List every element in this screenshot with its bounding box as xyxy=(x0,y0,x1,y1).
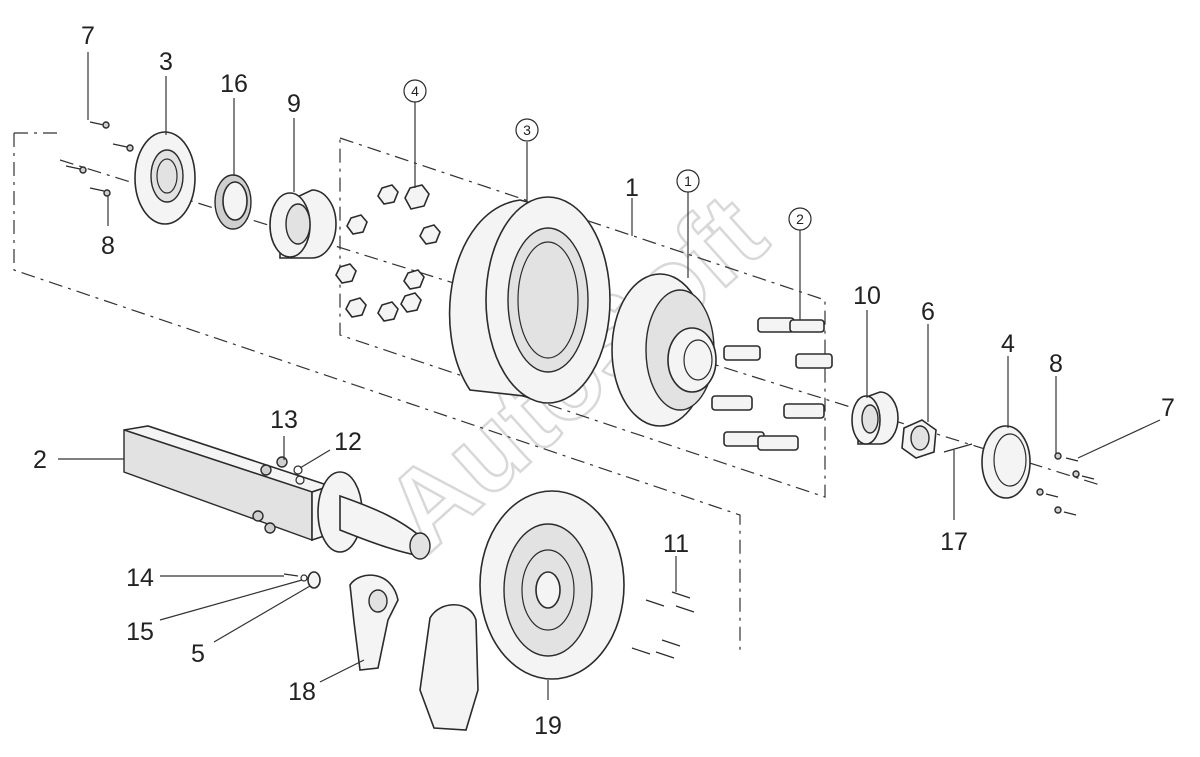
slack-adjuster-part-18 xyxy=(349,574,399,671)
seal-ring-part-16 xyxy=(214,174,252,230)
bearing-part-10 xyxy=(851,391,899,445)
nuts-cluster xyxy=(335,184,441,322)
brake-backing-plate-part-19 xyxy=(479,490,625,680)
callout-3: 3 xyxy=(159,48,173,76)
brake-lever-bracket xyxy=(419,604,479,731)
callout-10: 10 xyxy=(853,282,881,310)
callout-8-right: 8 xyxy=(1049,350,1063,378)
circled-callout-3-ring xyxy=(515,118,539,142)
callout-18: 18 xyxy=(288,678,316,706)
circled-callouts: 4 3 1 2 xyxy=(403,79,812,231)
callout-19: 19 xyxy=(534,712,562,740)
callout-1: 1 xyxy=(625,174,639,202)
bolts-lower-right xyxy=(1036,452,1095,516)
bolts-upper-left xyxy=(65,121,134,197)
circled-callout-4-ring xyxy=(403,79,427,103)
flange-part-3 xyxy=(134,131,196,225)
callout-5: 5 xyxy=(191,640,205,668)
bearing-part-9 xyxy=(269,189,337,259)
circled-callout-1-ring xyxy=(676,169,700,193)
bolts-part-11 xyxy=(631,591,695,659)
callout-15: 15 xyxy=(126,618,154,646)
brake-drum-circled-3 xyxy=(448,196,611,404)
hub-cap-part-4 xyxy=(981,425,1031,499)
circled-callout-4: 4 xyxy=(411,83,419,99)
leader-lines xyxy=(58,52,1161,700)
callout-6: 6 xyxy=(921,298,935,326)
callout-9: 9 xyxy=(287,90,301,118)
callout-4: 4 xyxy=(1001,330,1015,358)
callout-11: 11 xyxy=(663,530,689,558)
callout-17: 17 xyxy=(940,528,968,556)
callout-8-left: 8 xyxy=(101,232,115,260)
wheel-studs-circled-2 xyxy=(711,317,833,451)
circled-callout-3: 3 xyxy=(523,122,531,138)
circled-callout-2: 2 xyxy=(796,211,804,227)
castle-nut-part-6 xyxy=(901,419,937,459)
axle-fasteners-part-13-12 xyxy=(252,456,305,534)
callout-labels: 7 3 16 9 8 1 10 6 4 8 7 17 2 13 12 11 14… xyxy=(33,22,1175,740)
callout-7-top-left: 7 xyxy=(81,22,95,50)
callout-16: 16 xyxy=(220,70,248,98)
callout-2: 2 xyxy=(33,446,47,474)
callout-13: 13 xyxy=(270,406,298,434)
circled-callout-1: 1 xyxy=(684,173,692,189)
callout-7-right: 7 xyxy=(1161,394,1175,422)
split-pin-part-17 xyxy=(943,443,973,453)
callout-12: 12 xyxy=(334,428,362,456)
axle-beam-part-2 xyxy=(123,425,431,560)
small-fasteners-part-14-15-5 xyxy=(283,571,321,589)
assembly-boundary-outer xyxy=(13,133,741,655)
wheel-hub-circled-1 xyxy=(611,273,717,427)
circled-callout-2-ring xyxy=(788,207,812,231)
callout-14: 14 xyxy=(126,564,154,592)
